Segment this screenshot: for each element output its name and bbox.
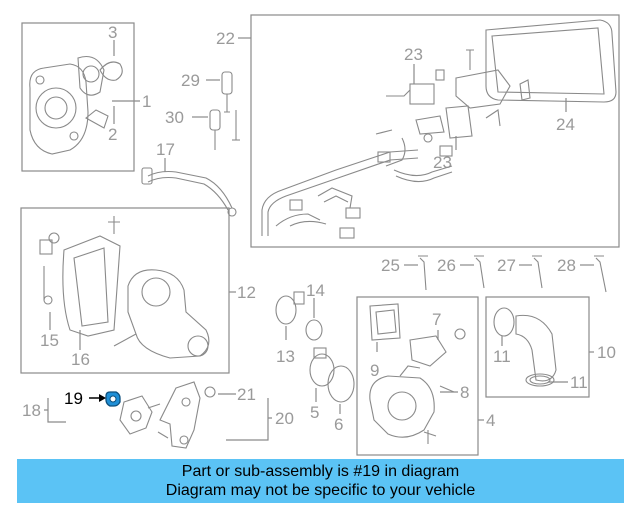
callout-15: 15 bbox=[40, 331, 59, 350]
throttle-body-assembly bbox=[369, 303, 466, 444]
sensor-29 bbox=[221, 71, 233, 113]
water-pump-assembly bbox=[29, 55, 123, 155]
callout-10: 10 bbox=[597, 343, 616, 362]
bracket-assembly bbox=[386, 49, 531, 143]
callout-9: 9 bbox=[370, 361, 379, 380]
hose-clips-25-28 bbox=[418, 255, 607, 293]
banner-line-2: Diagram may not be specific to your vehi… bbox=[165, 482, 476, 499]
callout-20: 20 bbox=[275, 409, 294, 428]
callout-25: 25 bbox=[381, 256, 400, 275]
banner-line-1: Part or sub-assembly is #19 in diagram bbox=[181, 463, 460, 480]
callout-22: 22 bbox=[216, 29, 235, 48]
callout-11b: 11 bbox=[570, 373, 588, 392]
callout-12: 12 bbox=[237, 283, 256, 302]
callout-6: 6 bbox=[334, 415, 343, 434]
callout-18: 18 bbox=[22, 401, 41, 420]
callout-27: 27 bbox=[497, 256, 516, 275]
callout-19: 19 bbox=[64, 389, 83, 408]
callout-24: 24 bbox=[556, 115, 575, 134]
bracket-parts-18-20 bbox=[119, 381, 216, 449]
group-box-1 bbox=[21, 22, 135, 172]
coolant-pipe-17 bbox=[141, 167, 237, 217]
intercooler-24 bbox=[485, 19, 617, 103]
callout-4: 4 bbox=[486, 411, 495, 430]
callout-3: 3 bbox=[108, 23, 117, 42]
part-19-highlight bbox=[105, 391, 121, 407]
group-box-12 bbox=[20, 207, 230, 374]
group-box-4 bbox=[356, 296, 479, 456]
callout-14: 14 bbox=[306, 281, 325, 300]
callout-16: 16 bbox=[71, 350, 90, 369]
group-box-10 bbox=[485, 296, 590, 398]
callout-7: 7 bbox=[432, 310, 441, 329]
callout-1: 1 bbox=[142, 92, 151, 111]
clamps-13-14-5-6 bbox=[275, 291, 355, 403]
callout-8: 8 bbox=[460, 383, 469, 402]
callout-26: 26 bbox=[437, 256, 456, 275]
callout-30: 30 bbox=[165, 108, 184, 127]
callout-28: 28 bbox=[557, 256, 576, 275]
callout-13: 13 bbox=[276, 347, 295, 366]
group-box-22 bbox=[250, 14, 620, 248]
bracket-20 bbox=[226, 398, 272, 441]
turbocharger-assembly bbox=[39, 216, 210, 359]
callout-2: 2 bbox=[108, 125, 117, 144]
sensor-30 bbox=[209, 109, 240, 150]
callout-29: 29 bbox=[181, 71, 200, 90]
callout-21: 21 bbox=[237, 385, 256, 404]
callout-11a: 11 bbox=[493, 347, 511, 366]
coolant-hoses bbox=[261, 129, 453, 239]
callout-23a: 23 bbox=[404, 45, 423, 64]
bracket-18 bbox=[44, 398, 66, 423]
arrowhead-19 bbox=[99, 394, 106, 402]
charge-pipe-assembly bbox=[493, 307, 557, 387]
info-banner: Part or sub-assembly is #19 in diagram D… bbox=[17, 459, 624, 503]
callout-17: 17 bbox=[156, 140, 175, 159]
callout-5: 5 bbox=[310, 403, 319, 422]
